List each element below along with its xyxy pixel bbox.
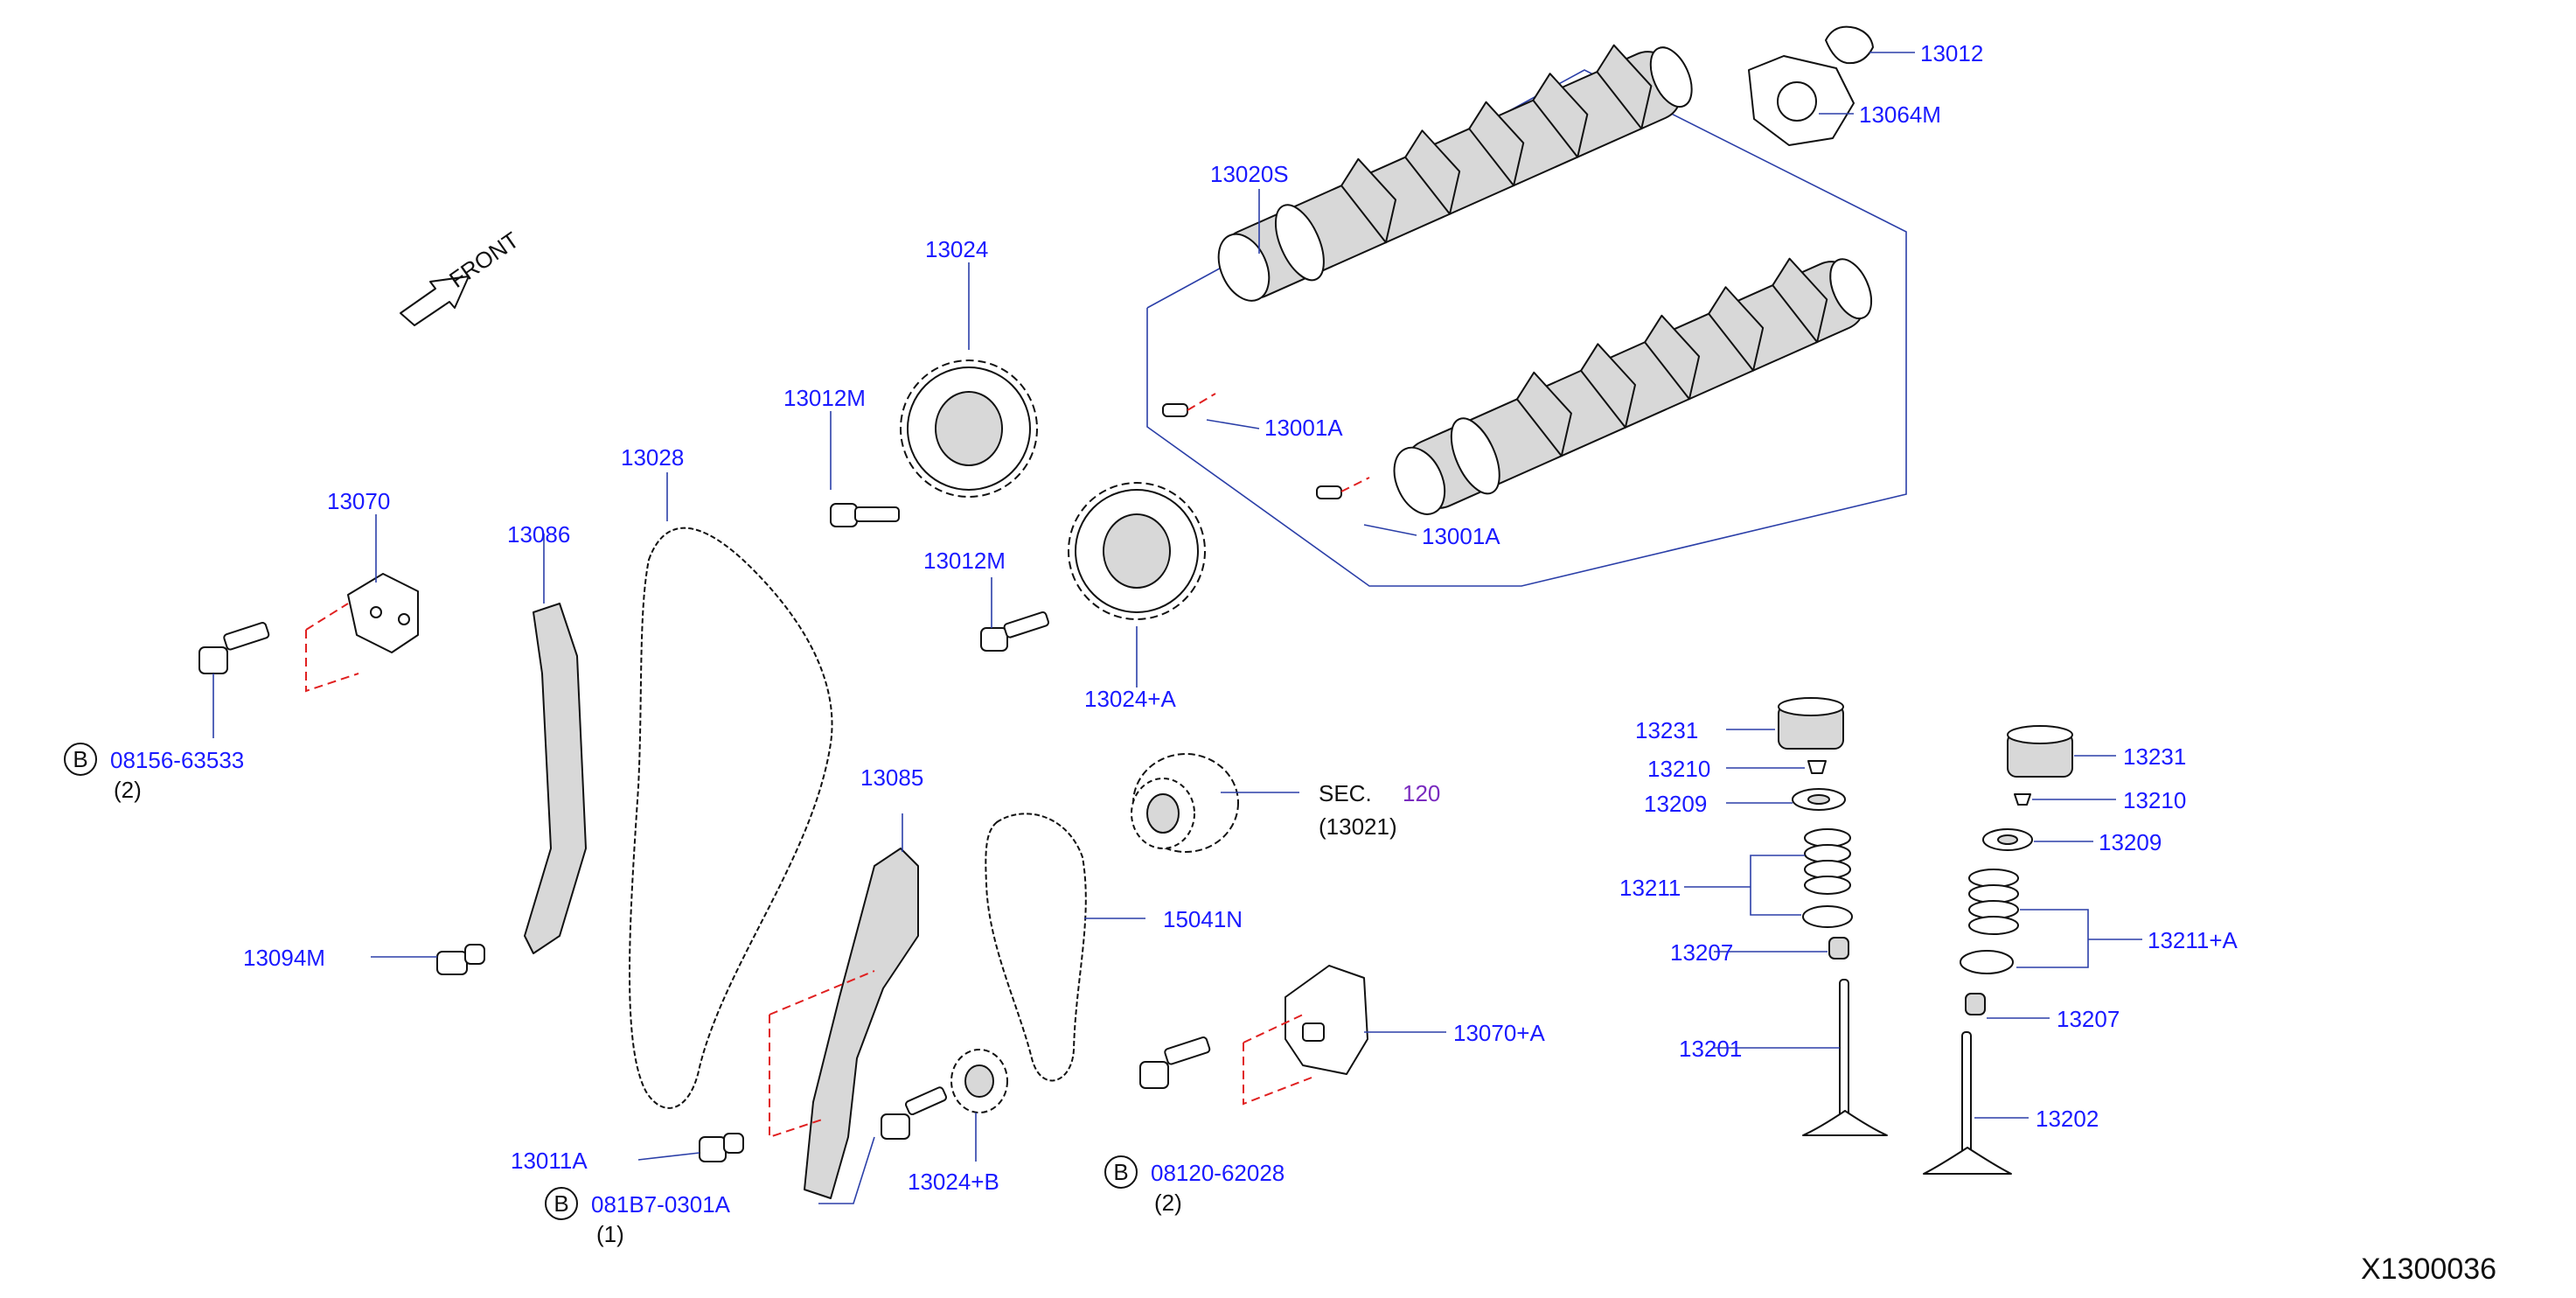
- callout-sec-sub: (13021): [1319, 813, 1397, 840]
- bolt-08156: [198, 622, 270, 674]
- callout-08156-qty: (2): [114, 777, 142, 803]
- intake-valve: [1802, 979, 1888, 1136]
- camshaft-upper: [1217, 44, 1693, 302]
- callout-13209-right: 13209: [2099, 829, 2162, 855]
- valve-lifter-right: [2007, 725, 2073, 778]
- camshaft-lower: [1393, 257, 1873, 515]
- signal-plate: [1748, 55, 1855, 146]
- sprocket-13024b: [950, 1049, 1008, 1113]
- leader-lines: [212, 52, 2142, 1204]
- callout-081b7-qty: (1): [596, 1221, 624, 1247]
- callout-13201: 13201: [1679, 1036, 1742, 1062]
- valve-spring-left: [1802, 828, 1853, 928]
- callout-13085: 13085: [860, 764, 923, 791]
- valve-spring-right: [1960, 869, 2019, 974]
- callout-08120-qty: (2): [1154, 1190, 1182, 1216]
- crank-sprocket: [1131, 753, 1239, 853]
- valve-collet-right: [2014, 793, 2031, 806]
- callout-13012: 13012: [1920, 40, 1983, 66]
- bolt-081b7: [881, 1086, 947, 1140]
- bolt-13094m: [436, 944, 485, 975]
- dowel-pin-upper: [1162, 403, 1188, 417]
- exhaust-valve: [1923, 1031, 2012, 1175]
- callout-13020s: 13020S: [1210, 161, 1289, 187]
- cap-plug: [1825, 25, 1874, 65]
- svg-text:B: B: [553, 1190, 568, 1217]
- callout-13210-left: 13210: [1647, 756, 1710, 782]
- callout-sec: SEC.: [1319, 780, 1372, 806]
- valve-seal-right: [1965, 993, 1986, 1015]
- callout-13024b: 13024+B: [908, 1169, 999, 1195]
- valve-seal-left: [1828, 937, 1849, 960]
- callout-08156-63533: 08156-63533: [110, 747, 244, 773]
- svg-text:B: B: [1113, 1159, 1128, 1185]
- callout-sec-number: 120: [1403, 780, 1440, 806]
- bolt-marker-081b7: B: [545, 1187, 578, 1220]
- valve-collet-left: [1807, 760, 1827, 774]
- dowel-pin-lower: [1316, 485, 1342, 499]
- callout-13024a: 13024+A: [1084, 686, 1176, 712]
- chain-tensioner-a: [1285, 965, 1368, 1075]
- callout-13012m-upper: 13012M: [783, 385, 866, 411]
- sprocket-13024: [900, 359, 1038, 498]
- callout-13064m: 13064M: [1859, 101, 1941, 128]
- oil-pump-chain: [985, 813, 1087, 1082]
- chain-tensioner: [347, 573, 419, 653]
- valve-lifter-left: [1778, 697, 1844, 750]
- callout-13024: 13024: [925, 236, 988, 262]
- callout-13011a: 13011A: [511, 1148, 588, 1174]
- bolt-marker-08156: B: [64, 743, 97, 776]
- callout-13211a: 13211+A: [2148, 927, 2238, 953]
- spring-retainer-right: [1982, 828, 2033, 851]
- chain-guide: [524, 603, 587, 954]
- bolt-08120: [1139, 1036, 1211, 1089]
- timing-chain: [629, 527, 833, 1109]
- bolt-13012m-lower: [980, 611, 1049, 652]
- front-label: FRONT: [444, 227, 524, 293]
- callout-13012m-lower: 13012M: [923, 548, 1006, 574]
- callout-13210-right: 13210: [2123, 787, 2186, 813]
- callout-13207-right: 13207: [2057, 1006, 2120, 1032]
- callout-13086: 13086: [507, 521, 570, 548]
- bolt-13011a: [699, 1133, 744, 1162]
- callout-13028: 13028: [621, 444, 684, 471]
- callout-13094m: 13094M: [243, 945, 325, 971]
- spring-retainer-left: [1792, 788, 1846, 811]
- callout-13209-left: 13209: [1644, 791, 1707, 817]
- callout-13211: 13211: [1619, 875, 1681, 901]
- slack-guide: [804, 848, 919, 1199]
- callout-13207-left: 13207: [1670, 939, 1733, 966]
- bolt-marker-08120: B: [1104, 1155, 1138, 1189]
- callout-13070: 13070: [327, 488, 390, 514]
- callout-13231-left: 13231: [1635, 717, 1698, 743]
- bolt-13012m-upper: [830, 503, 900, 527]
- front-arrow-icon: [400, 276, 470, 326]
- reference-code: X1300036: [2361, 1253, 2496, 1286]
- svg-text:B: B: [73, 746, 87, 772]
- callout-081b7-0301a: 081B7-0301A: [591, 1191, 731, 1218]
- callout-08120-62028: 08120-62028: [1151, 1160, 1285, 1186]
- callout-13202: 13202: [2036, 1106, 2099, 1132]
- callout-15041n: 15041N: [1163, 906, 1243, 932]
- sprocket-13024a: [1068, 482, 1206, 620]
- callout-13070a: 13070+A: [1453, 1020, 1545, 1046]
- callout-13001a-lower: 13001A: [1422, 523, 1500, 549]
- callout-13231-right: 13231: [2123, 743, 2186, 770]
- callout-13001a-upper: 13001A: [1264, 415, 1343, 441]
